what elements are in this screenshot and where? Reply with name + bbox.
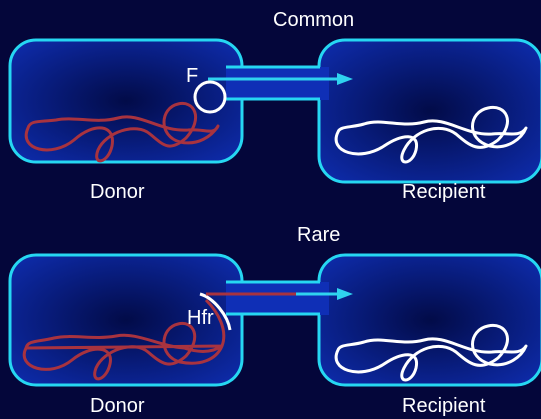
conjugation-bridge bbox=[226, 67, 329, 100]
recipient-cell bbox=[319, 255, 541, 385]
rare-heading: Rare bbox=[297, 225, 340, 245]
recipient-cell bbox=[319, 40, 541, 182]
rare-panel bbox=[10, 255, 541, 385]
donor-cell bbox=[10, 40, 242, 162]
donor-label-rare: Donor bbox=[90, 396, 144, 416]
hfr-label: Hfr bbox=[187, 308, 214, 328]
conjugation-bridge bbox=[226, 282, 329, 315]
common-heading: Common bbox=[273, 10, 354, 30]
f-plasmid-label: F bbox=[186, 66, 198, 86]
recipient-label-rare: Recipient bbox=[402, 396, 485, 416]
common-panel bbox=[10, 40, 541, 182]
donor-label-common: Donor bbox=[90, 182, 144, 202]
recipient-label-common: Recipient bbox=[402, 182, 485, 202]
